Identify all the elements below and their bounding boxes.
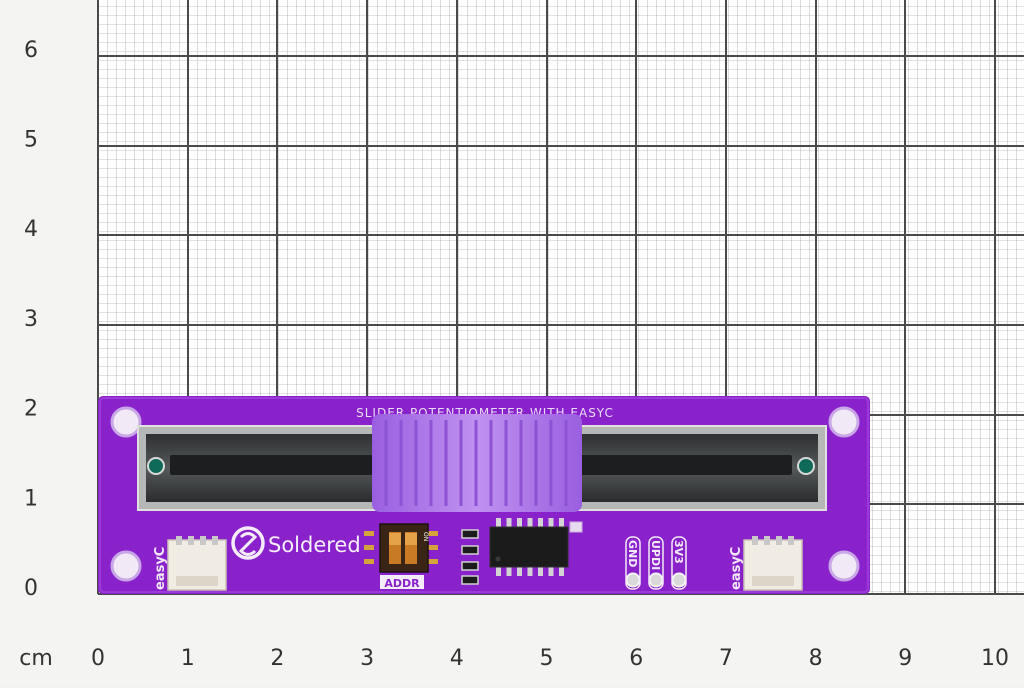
slider-pcb: SLIDER POTENTIOMETER WITH EASYC Soldered… <box>98 396 870 594</box>
right-easyc-connector[interactable] <box>743 536 803 591</box>
address-dip-switch[interactable]: ON <box>364 523 438 573</box>
pin-label: 3V3 <box>672 540 685 564</box>
smd-resistors <box>461 521 583 585</box>
x-label: 3 <box>360 646 374 671</box>
pin-label: UPDI <box>649 540 662 570</box>
pin-pad <box>648 572 664 588</box>
x-label: 0 <box>91 646 105 671</box>
x-label: 7 <box>719 646 733 671</box>
y-label: 3 <box>24 307 38 332</box>
y-label: 6 <box>24 38 38 63</box>
left-connector-label: easyC <box>153 547 168 590</box>
microcontroller-chip <box>489 518 569 576</box>
pin-pad <box>671 572 687 588</box>
x-label: 6 <box>629 646 643 671</box>
y-label: 4 <box>24 217 38 242</box>
unit-label: cm <box>19 646 53 671</box>
mounting-holes <box>110 406 860 582</box>
pin-label: GND <box>626 540 639 567</box>
pin-pad <box>625 572 641 588</box>
brand-name: Soldered <box>268 533 361 557</box>
x-label: 10 <box>981 646 1009 671</box>
x-label: 2 <box>270 646 284 671</box>
y-label: 1 <box>24 486 38 511</box>
addr-label: ADDR <box>384 577 420 590</box>
x-label: 5 <box>540 646 554 671</box>
x-label: 8 <box>809 646 823 671</box>
dip-on-label: ON <box>422 532 429 541</box>
soldered-logo: Soldered <box>231 526 361 560</box>
y-axis-labels: 0 1 2 3 4 5 6 <box>24 38 38 601</box>
x-label: 9 <box>898 646 912 671</box>
y-label: 0 <box>24 576 38 601</box>
y-label: 5 <box>24 128 38 153</box>
right-connector-label: easyC <box>729 547 744 590</box>
x-label: 4 <box>450 646 464 671</box>
x-label: 1 <box>181 646 195 671</box>
slider-knob[interactable] <box>372 414 582 512</box>
left-easyc-connector[interactable] <box>167 536 227 591</box>
graph-paper <box>97 0 1024 595</box>
y-label: 2 <box>24 397 38 422</box>
programming-pins: GND UPDI 3V3 <box>625 536 687 590</box>
x-axis-labels: 0 1 2 3 4 5 6 7 8 9 10 <box>91 646 1009 671</box>
